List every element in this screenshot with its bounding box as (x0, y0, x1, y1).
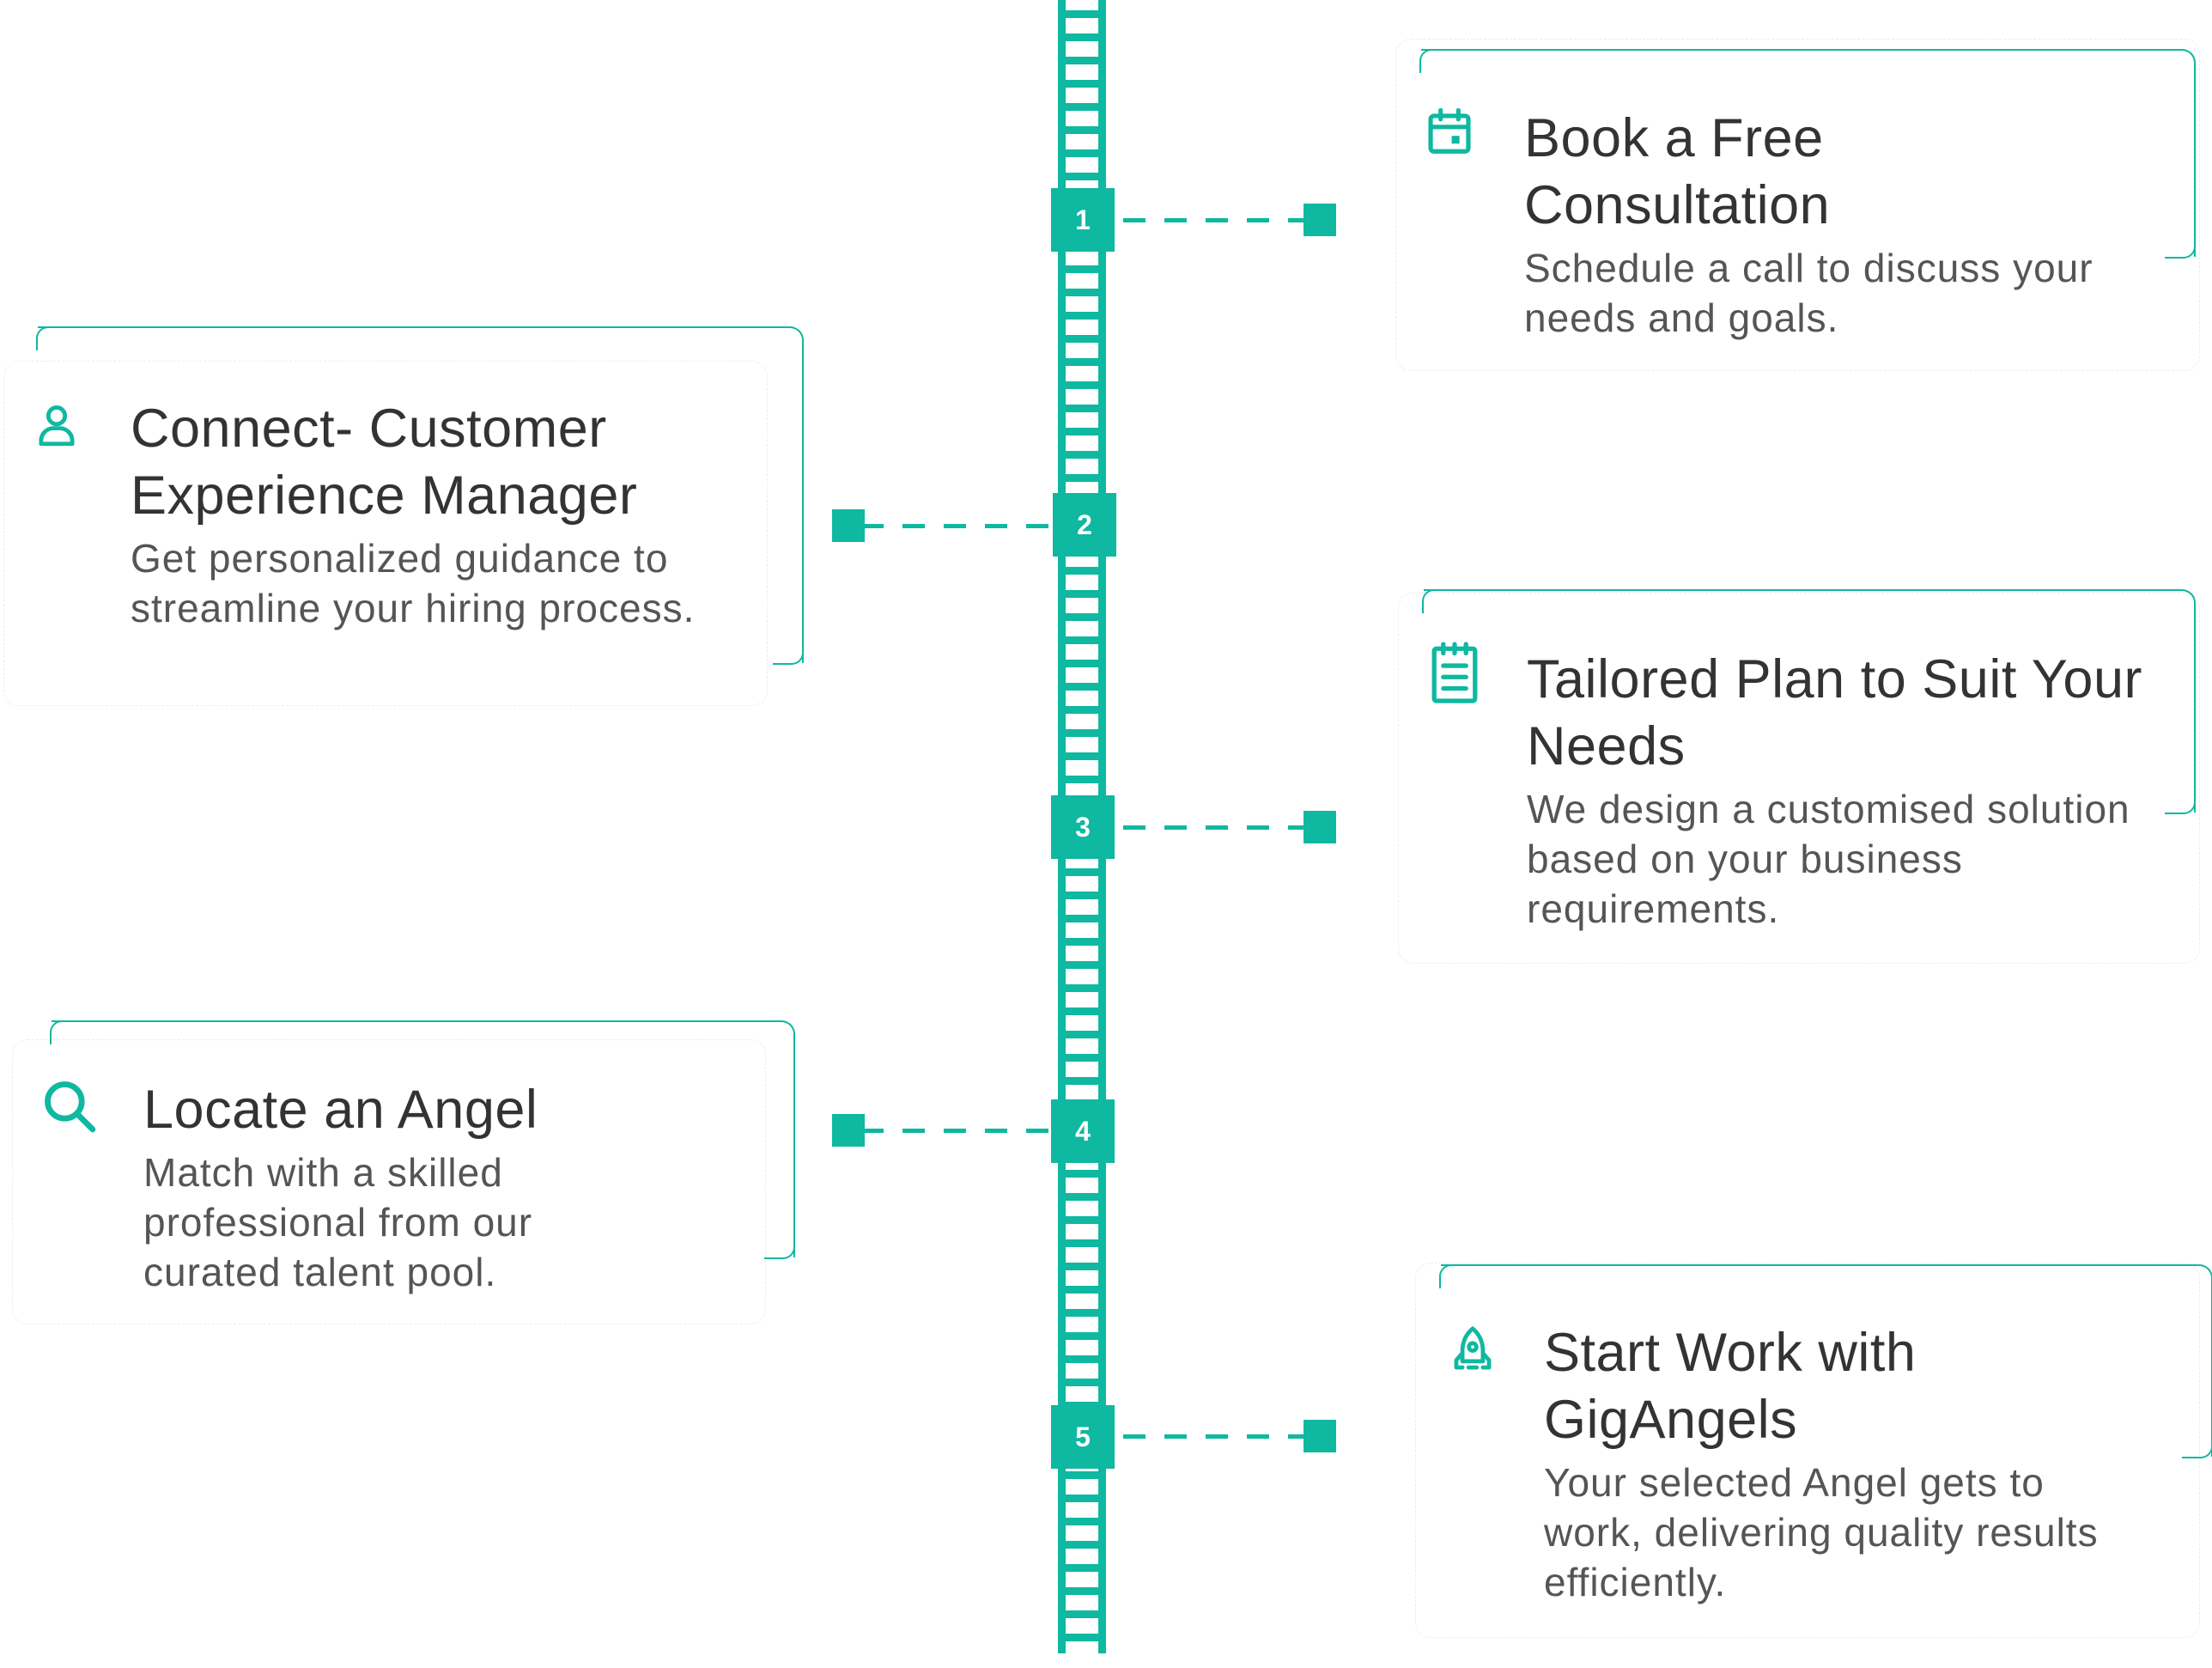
track-tie (1058, 1587, 1106, 1595)
track-tie (1058, 57, 1106, 64)
track-tie (1058, 312, 1106, 320)
track-tie (1058, 1007, 1106, 1015)
track-tie (1058, 265, 1106, 273)
track-tie (1058, 1239, 1106, 1247)
track-tie (1058, 1031, 1106, 1038)
step-description-3: We design a customised solution based on… (1527, 787, 2130, 931)
connector-step-5 (1123, 1434, 1321, 1439)
track-tie (1058, 1379, 1106, 1386)
track-tie (1058, 428, 1106, 435)
connector-step-4 (861, 1129, 1055, 1133)
track-tie (1058, 1518, 1106, 1525)
step-marker-2: 2 (1053, 493, 1116, 557)
track-tie (1058, 80, 1106, 88)
step-title-4: Locate an Angel (143, 1080, 538, 1140)
track-tie (1058, 1054, 1106, 1062)
card-shadow (12, 1039, 766, 1324)
track-tie (1058, 1610, 1106, 1618)
track-tie (1058, 1332, 1106, 1340)
track-tie (1058, 1309, 1106, 1317)
step-description-5: Your selected Angel gets to work, delive… (1544, 1460, 2099, 1604)
connector-end-step-1 (1304, 204, 1336, 236)
track-tie (1058, 1495, 1106, 1502)
track-tie (1058, 173, 1106, 180)
step-title-3: Tailored Plan to Suit Your Needs (1527, 649, 2142, 776)
track-tie (1058, 868, 1106, 876)
track-tie (1058, 149, 1106, 157)
track-tie (1058, 1286, 1106, 1294)
search-icon (40, 1077, 99, 1135)
step-description-1: Schedule a call to discuss your needs an… (1524, 246, 2094, 340)
track-tie (1058, 984, 1106, 992)
card-shadow (1398, 593, 2200, 964)
track-tie (1058, 1355, 1106, 1363)
track-tie (1058, 1170, 1106, 1178)
user-icon (32, 400, 82, 450)
step-marker-4: 4 (1051, 1099, 1115, 1163)
track-tie (1058, 33, 1106, 41)
connector-end-step-5 (1304, 1420, 1336, 1452)
track-tie (1058, 776, 1106, 783)
connector-end-step-2 (832, 509, 865, 542)
track-tie (1058, 126, 1106, 134)
step-marker-5: 5 (1051, 1405, 1115, 1469)
card-frame-step-3 (1422, 589, 2196, 814)
connector-end-step-3 (1304, 811, 1336, 843)
step-title-5: Start Work with GigAngels (1544, 1323, 1917, 1450)
track-tie (1058, 590, 1106, 598)
step-description-4: Match with a skilled professional from o… (143, 1150, 533, 1294)
track-tie (1058, 636, 1106, 644)
track-tie (1058, 938, 1106, 946)
step-marker-3: 3 (1051, 795, 1115, 859)
card-frame-step-1 (1419, 49, 2196, 259)
step-marker-1: 1 (1051, 188, 1115, 252)
track-tie (1058, 358, 1106, 366)
track-tie (1058, 683, 1106, 691)
card-shadow (3, 361, 768, 706)
track-tie (1058, 1216, 1106, 1224)
track-tie (1058, 1564, 1106, 1572)
connector-step-3 (1123, 825, 1321, 830)
track-tie (1058, 103, 1106, 111)
track-tie (1058, 613, 1106, 621)
track-tie (1058, 706, 1106, 714)
track-tie (1058, 729, 1106, 737)
card-frame-step-2 (36, 326, 804, 665)
notepad-icon (1427, 641, 1482, 704)
track-tie (1058, 1077, 1106, 1085)
track-tie (1058, 660, 1106, 667)
track-tie (1058, 1634, 1106, 1641)
track-tie (1058, 752, 1106, 760)
track-tie (1058, 567, 1106, 575)
card-frame-step-4 (50, 1020, 795, 1259)
step-description-2: Get personalized guidance to streamline … (131, 536, 696, 630)
track-tie (1058, 451, 1106, 459)
track-tie (1058, 381, 1106, 389)
track-tie (1058, 892, 1106, 899)
track-tie (1058, 405, 1106, 412)
step-title-2: Connect- Customer Experience Manager (131, 399, 638, 526)
track-tie (1058, 335, 1106, 343)
step-title-1: Book a Free Consultation (1524, 108, 1831, 235)
track-tie (1058, 1193, 1106, 1201)
calendar-icon (1423, 105, 1476, 158)
track-tie (1058, 961, 1106, 969)
card-shadow (1395, 39, 2200, 371)
track-tie (1058, 1541, 1106, 1549)
connector-end-step-4 (832, 1114, 865, 1147)
track-tie (1058, 289, 1106, 296)
track-tie (1058, 915, 1106, 922)
track-tie (1058, 10, 1106, 18)
track-tie (1058, 1263, 1106, 1270)
track-tie (1058, 474, 1106, 482)
track-tie (1058, 1471, 1106, 1479)
rocket-icon (1448, 1324, 1498, 1378)
connector-step-1 (1123, 218, 1321, 222)
connector-step-2 (861, 524, 1055, 528)
